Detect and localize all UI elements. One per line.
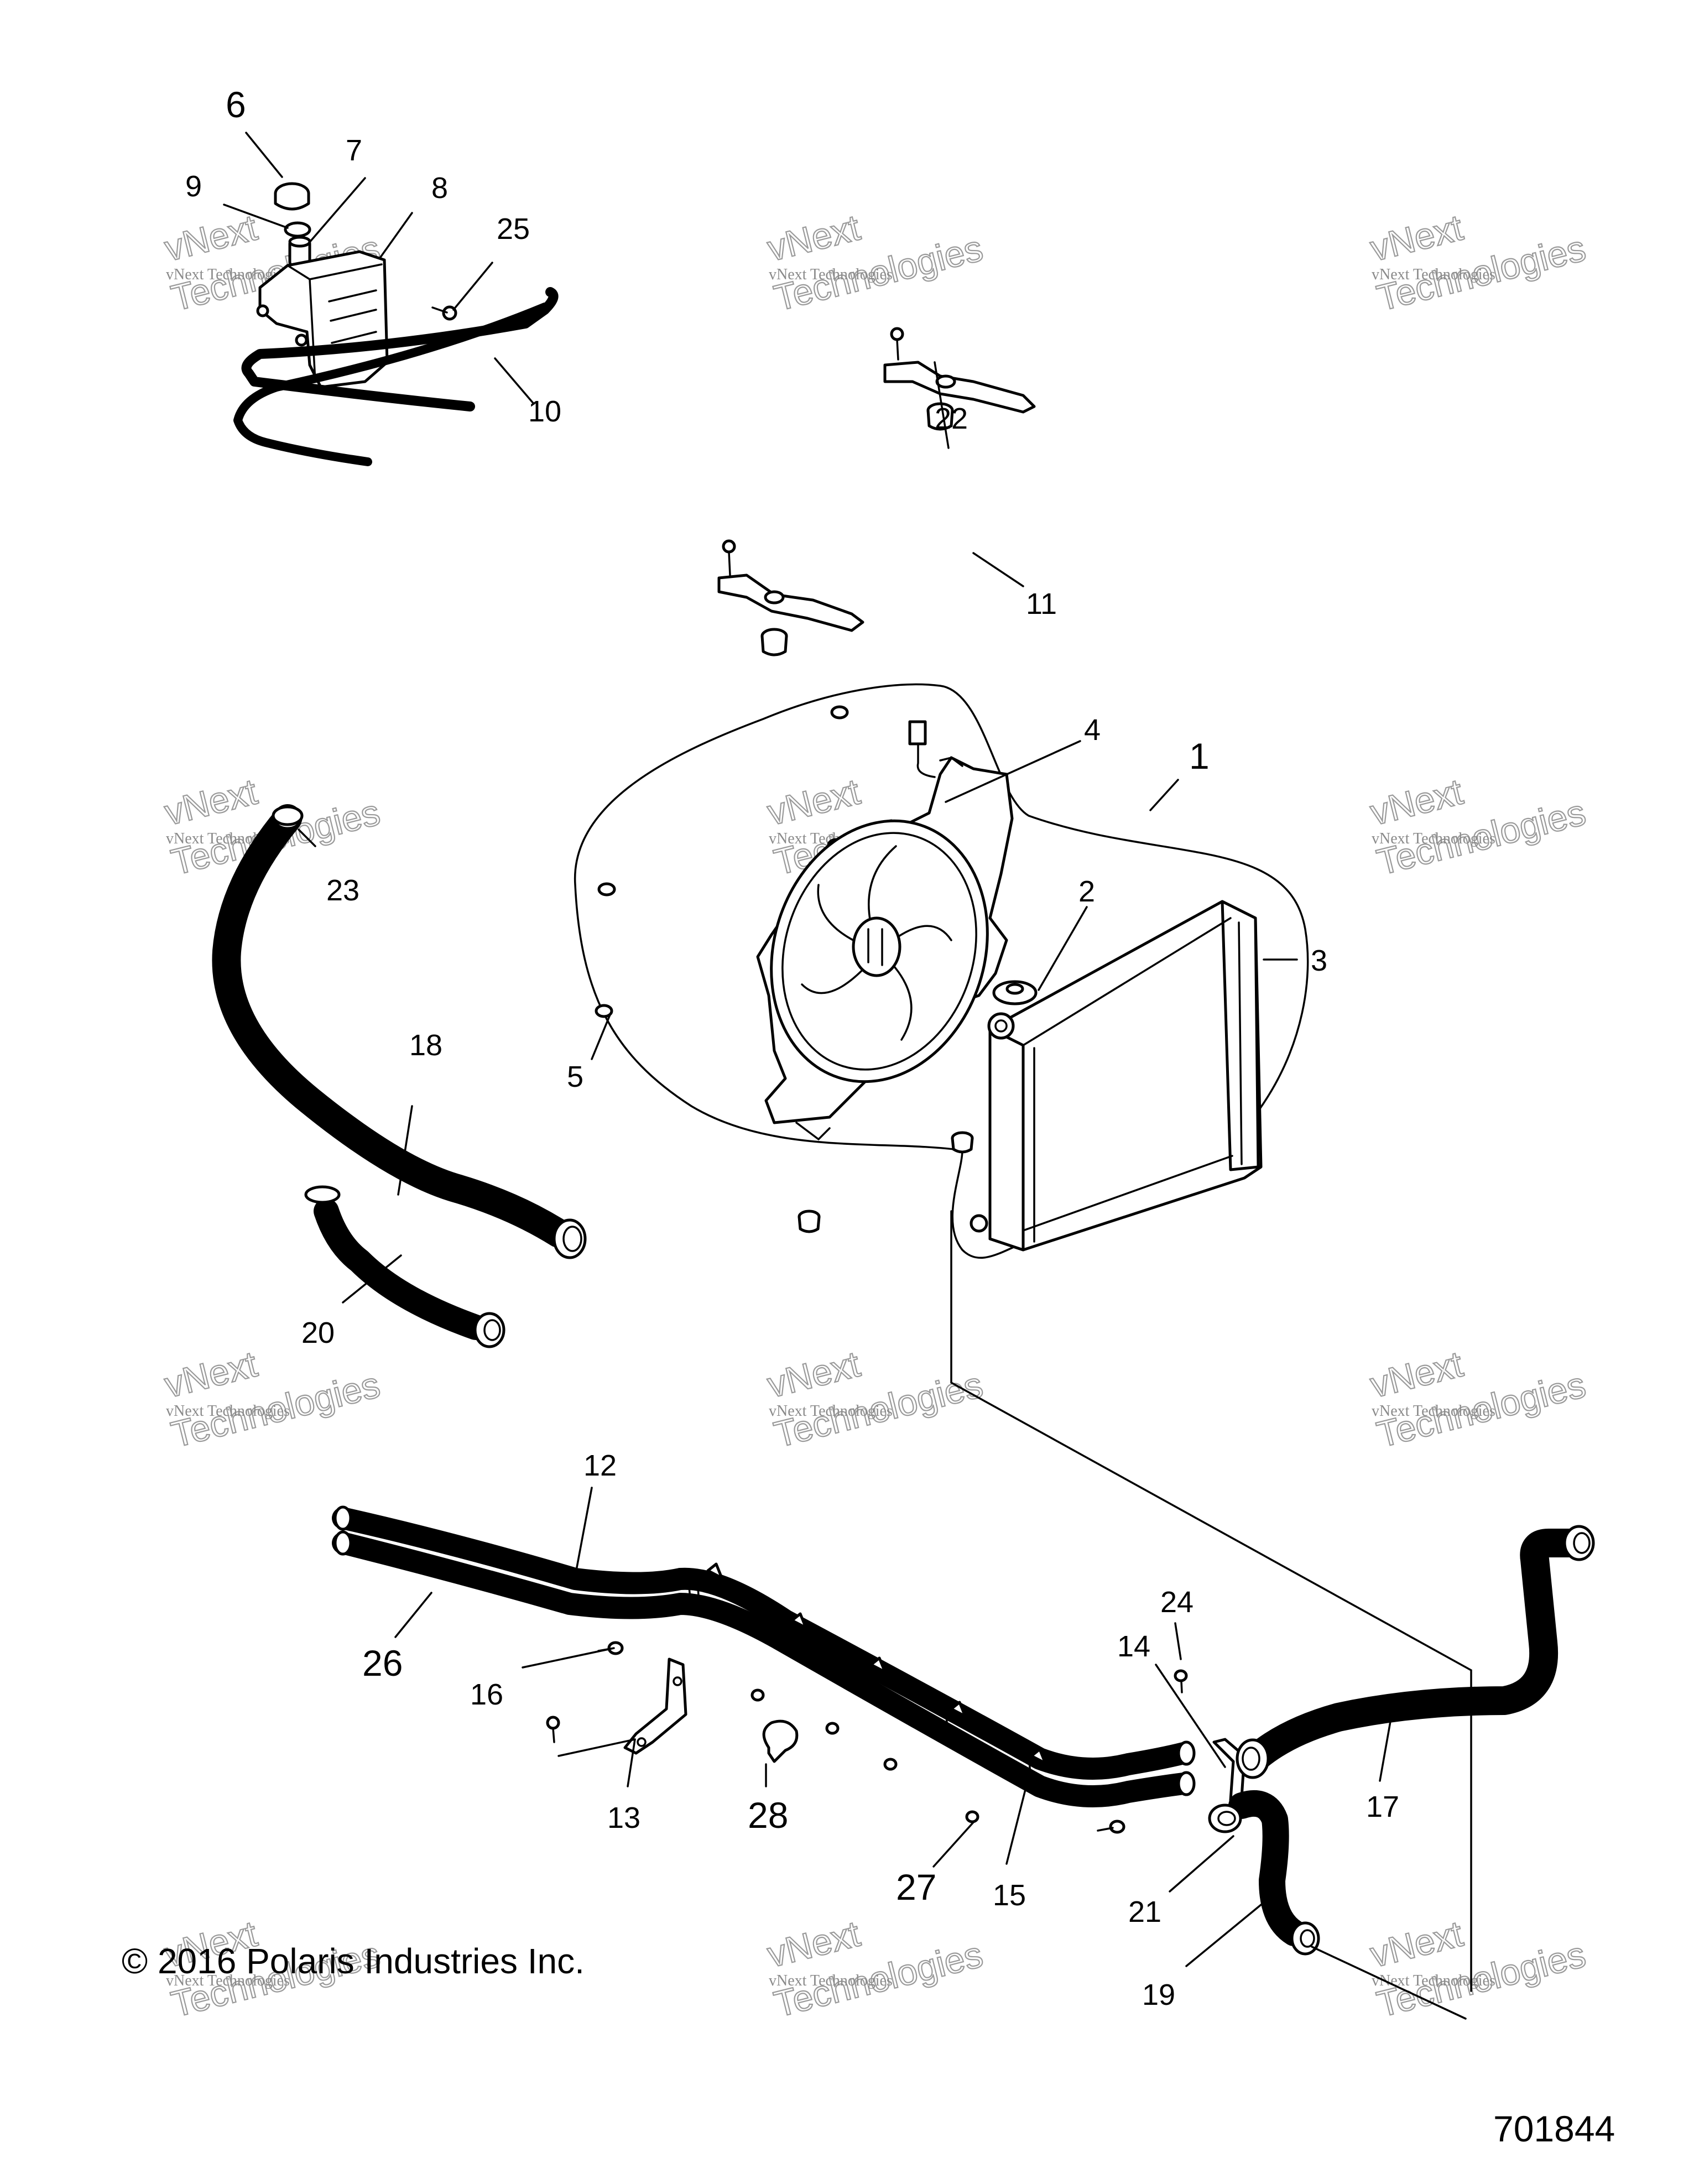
leader-lines [223, 132, 1467, 2020]
cooling-fan [756, 720, 1014, 1141]
svg-text:vNext Technologies: vNext Technologies [1372, 1972, 1495, 1989]
svg-text:vNext Technologies: vNext Technologies [769, 1972, 893, 1989]
reservoir-cap [274, 182, 310, 211]
tube-bracket [623, 1657, 687, 1755]
return-hose [1228, 1790, 1307, 1946]
svg-text:vNext Technologies: vNext Technologies [1372, 1403, 1495, 1420]
callout-20: 20 [301, 1316, 335, 1349]
callout-14: 14 [1117, 1630, 1150, 1663]
bolt [965, 1810, 979, 1823]
grommet [830, 705, 849, 720]
callout-6: 6 [226, 84, 246, 125]
radiator-assembly-outline [574, 683, 1309, 1259]
callout-23: 23 [326, 874, 359, 907]
callout-9: 9 [185, 170, 202, 203]
bolt [751, 1688, 765, 1702]
copyright-notice: © 2016 Polaris Industries Inc. [122, 1941, 585, 1981]
radiator-feed-hose [1244, 1529, 1588, 1770]
callout-24: 24 [1160, 1586, 1194, 1619]
watermark: vNext Technologies vNext Technologies [763, 1343, 987, 1456]
cap-seal [284, 221, 311, 238]
bolt [825, 1722, 840, 1735]
callout-28: 28 [748, 1795, 788, 1836]
watermark: vNext Technologies vNext Technologies [763, 1912, 987, 2026]
upper-hose [212, 804, 573, 1248]
callout-18: 18 [409, 1029, 442, 1062]
callout-25: 25 [497, 212, 530, 246]
svg-text:vNext Technologies: vNext Technologies [166, 1403, 290, 1420]
hose-clamp [1208, 1804, 1242, 1833]
hose-clamp [473, 1312, 505, 1348]
grommet [926, 402, 954, 431]
hose-clamp [1290, 1921, 1320, 1956]
mounting-brackets [717, 327, 1036, 656]
watermark: vNext Technologies vNext Technologies [1366, 206, 1590, 320]
svg-text:vNext Technologies: vNext Technologies [166, 1972, 290, 1989]
hose-clamp [1563, 1525, 1595, 1561]
watermark: vNext Technologies vNext Technologies [1366, 770, 1590, 884]
watermarks: vNext Technologies vNext Technologies vN… [160, 206, 1590, 2026]
callout-2: 2 [1078, 875, 1095, 908]
document-number: 701844 [1493, 2108, 1615, 2149]
hose-clamp [272, 805, 304, 826]
callout-12: 12 [583, 1449, 617, 1482]
bracket-screw [890, 327, 904, 361]
hose-clamp [553, 1218, 587, 1259]
callout-27: 27 [896, 1867, 936, 1907]
coolant-reservoir-group [233, 182, 559, 466]
bracket-screw [722, 539, 736, 576]
radiator-cap [992, 980, 1038, 1005]
watermark: vNext Technologies vNext Technologies [160, 1343, 384, 1456]
svg-text:vNext Technologies: vNext Technologies [1372, 830, 1495, 847]
callout-11: 11 [1026, 587, 1057, 621]
coolant-tubes [332, 1505, 1196, 1807]
callout-26: 26 [362, 1643, 403, 1683]
callout-17: 17 [1366, 1790, 1399, 1823]
callout-21: 21 [1128, 1895, 1161, 1928]
svg-text:vNext Technologies: vNext Technologies [1372, 266, 1495, 283]
callout-3: 3 [1311, 944, 1327, 977]
p-clamp [762, 1719, 799, 1763]
lower-hose [314, 1198, 488, 1340]
bolt [546, 1716, 560, 1743]
lower-bracket [717, 574, 864, 632]
callout-10: 10 [528, 395, 561, 428]
radiator [970, 900, 1263, 1252]
callout-19: 19 [1142, 1978, 1175, 2011]
callout-22: 22 [935, 402, 968, 435]
hose-clamp [1236, 1738, 1270, 1779]
grommet [597, 882, 616, 896]
callout-4: 4 [1084, 713, 1101, 747]
watermark: vNext Technologies vNext Technologies [1366, 1912, 1590, 2026]
grommet [595, 1004, 613, 1018]
bolt [883, 1758, 898, 1771]
grommet [760, 628, 788, 656]
svg-text:vNext Technologies: vNext Technologies [769, 266, 893, 283]
reservoir-tank [256, 250, 389, 389]
callout-1: 1 [1189, 736, 1210, 776]
grommet [951, 1131, 974, 1154]
hose-clamp [304, 1185, 341, 1204]
bolt [1174, 1669, 1188, 1693]
callout-16: 16 [470, 1678, 503, 1711]
callout-13: 13 [607, 1801, 640, 1834]
callout-7: 7 [346, 134, 362, 167]
svg-text:vNext Technologies: vNext Technologies [769, 1403, 893, 1420]
callout-8: 8 [431, 171, 448, 205]
callout-5: 5 [567, 1060, 583, 1093]
callouts: 6 7 9 8 25 10 22 11 1 4 2 3 5 23 18 20 1… [185, 84, 1399, 2011]
watermark: vNext Technologies vNext Technologies [1366, 1343, 1590, 1456]
screw [431, 305, 457, 321]
bolt [1097, 1820, 1125, 1834]
grommet [798, 1210, 821, 1233]
callout-15: 15 [993, 1879, 1026, 1912]
watermark: vNext Technologies vNext Technologies [763, 206, 987, 320]
